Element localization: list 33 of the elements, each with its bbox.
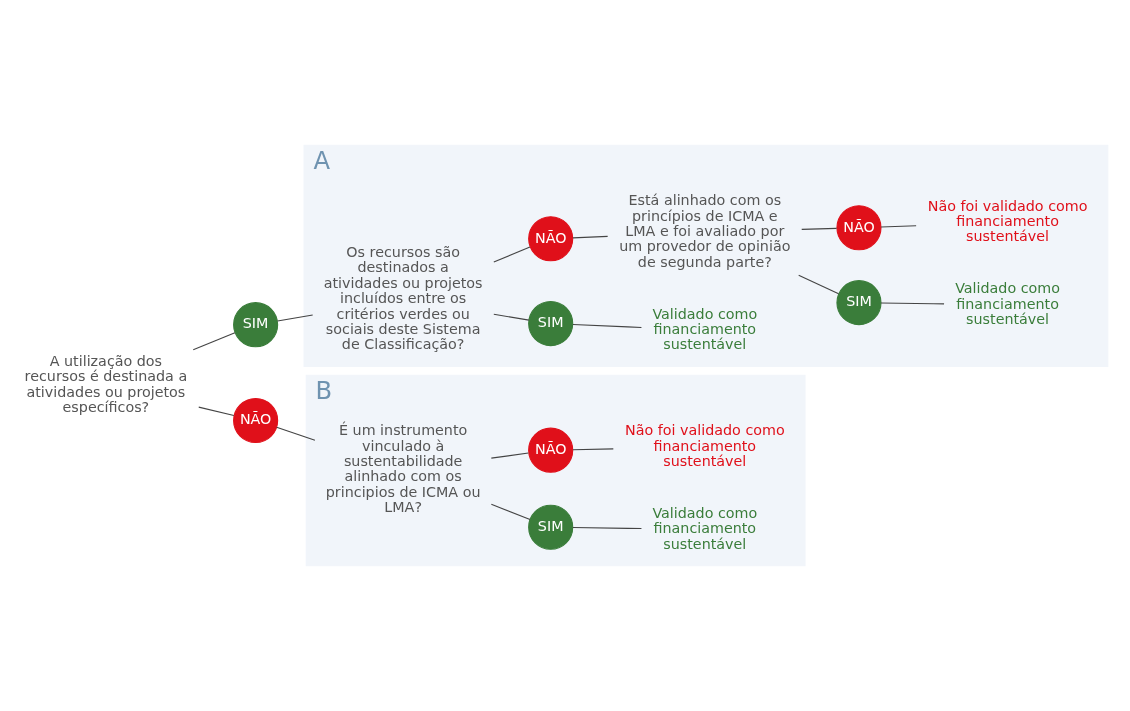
connector bbox=[572, 323, 642, 329]
connector bbox=[801, 227, 838, 230]
connector bbox=[798, 274, 840, 295]
node-circle: SIM bbox=[528, 301, 574, 347]
connector bbox=[277, 314, 314, 322]
node-circle: NÃO bbox=[528, 427, 574, 473]
connector bbox=[490, 503, 531, 521]
node-text: Validado como financiamento sustentável bbox=[652, 305, 758, 353]
connector bbox=[192, 332, 236, 351]
node-text: Os recursos são destinados a atividades ou projetos incluídos entre os critérios verdes ou sociais deste Sistema de Classificação? bbox=[323, 243, 483, 353]
node-circle: NÃO bbox=[233, 397, 279, 444]
connector bbox=[490, 452, 529, 459]
node-circle: NÃO bbox=[836, 205, 882, 251]
connector bbox=[572, 235, 609, 239]
node-circle: NÃO bbox=[528, 216, 574, 262]
connector bbox=[493, 313, 530, 321]
node-circle: SIM bbox=[528, 504, 574, 550]
node-circle: SIM bbox=[233, 302, 279, 348]
connector bbox=[276, 426, 316, 441]
node-text: É um instrumento vinculado à sustentabilidade alinhado com os principios de ICMA ou LMA? bbox=[325, 422, 481, 516]
node-circle: SIM bbox=[836, 280, 882, 326]
node-text: Está alinhado com os princípios de ICMA e LMA e foi avaliado por um provedor de opinião de segunda parte? bbox=[619, 192, 791, 270]
node-text: A utilização dos recursos é destinada a atividades ou projetos específicos? bbox=[24, 352, 188, 416]
node-text: Não foi validado como financiamento sustentável bbox=[624, 422, 785, 470]
node-text: Validado como financiamento sustentável bbox=[652, 504, 758, 552]
connector bbox=[493, 246, 531, 263]
connector bbox=[572, 448, 614, 451]
connector bbox=[880, 302, 945, 305]
node-text: Não foi validado como financiamento sustentável bbox=[927, 197, 1088, 245]
connector bbox=[880, 225, 917, 228]
connector bbox=[198, 406, 235, 417]
connector bbox=[572, 527, 642, 530]
node-text: Validado como financiamento sustentável bbox=[955, 280, 1061, 328]
